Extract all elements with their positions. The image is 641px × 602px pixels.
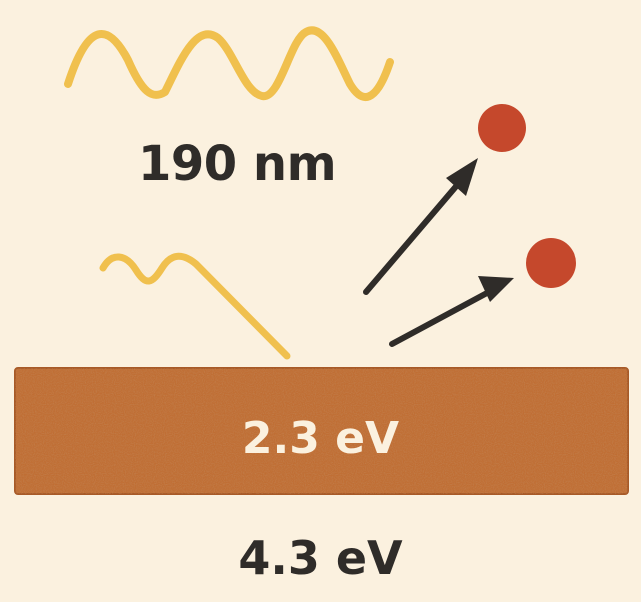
electron-arrow-upper-head [446, 158, 478, 196]
electron-arrow-lower-head [478, 276, 514, 302]
wavelength-label: 190 nm [138, 136, 337, 192]
bottom-energy-label: 4.3 eV [238, 531, 403, 585]
electron-lower [526, 238, 576, 288]
incident-photon-wave [64, 26, 394, 101]
metal-plate-texture [15, 368, 628, 494]
plate-energy-label: 2.3 eV [241, 413, 400, 464]
electron-arrow-lower [389, 283, 503, 347]
reflected-photon-wave [99, 252, 291, 360]
electron-upper [478, 104, 526, 152]
electron-arrow-upper [363, 167, 473, 295]
